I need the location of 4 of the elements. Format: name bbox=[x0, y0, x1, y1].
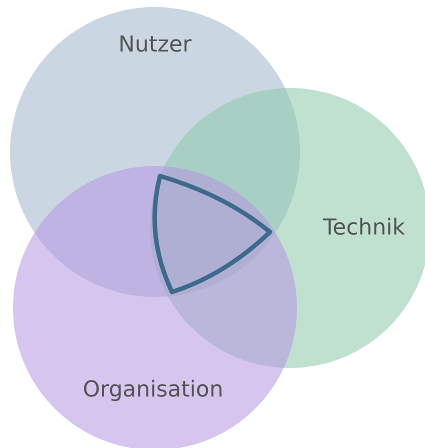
intersection-outline bbox=[152, 174, 272, 294]
set-label: Nutzer bbox=[118, 32, 192, 58]
set-label: Organisation bbox=[82, 378, 224, 402]
set-label: Technik bbox=[322, 216, 406, 240]
